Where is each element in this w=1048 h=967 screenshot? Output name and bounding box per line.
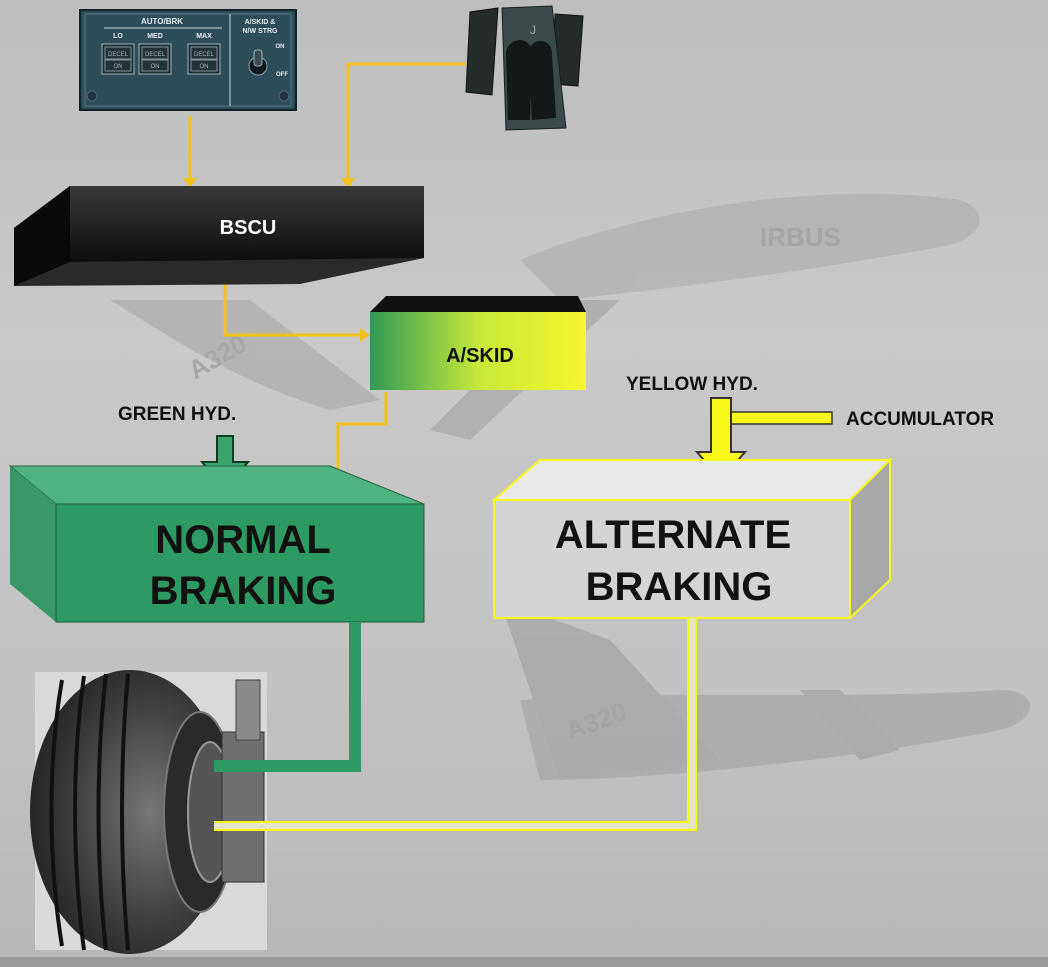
- yellow-hyd-line-to-wheel: [214, 618, 697, 831]
- normal-braking-line2: BRAKING: [150, 569, 337, 613]
- askid-to-normal-line: [336, 392, 388, 494]
- askid-label: A/SKID: [446, 345, 514, 367]
- pedal-glyph-icon: J: [530, 23, 536, 37]
- lo-on-text: ON: [114, 64, 123, 70]
- autobrk-lo-button[interactable]: LO DECEL ON: [101, 33, 135, 75]
- yellow-hyd-label: YELLOW HYD.: [626, 374, 758, 395]
- max-label: MAX: [196, 33, 212, 40]
- arrow-to-bscu-1-icon: [183, 178, 197, 188]
- green-hyd-line-to-wheel: [214, 622, 361, 772]
- askid-switch-title-1: A/SKID &: [245, 19, 276, 26]
- bscu-box: BSCU: [14, 186, 424, 286]
- autobrk-med-button[interactable]: MED DECEL ON: [138, 33, 172, 75]
- alternate-braking-line1: ALTERNATE: [555, 513, 791, 557]
- autobrk-title: AUTO/BRK: [141, 17, 183, 26]
- pedals-to-bscu-line: [346, 62, 466, 180]
- normal-braking-line1: NORMAL: [155, 518, 331, 562]
- max-decel-text: DECEL: [194, 52, 215, 58]
- askid-toggle-switch[interactable]: [248, 49, 268, 76]
- accumulator-label: ACCUMULATOR: [846, 409, 994, 430]
- max-on-text: ON: [200, 64, 209, 70]
- footer-bar: [0, 957, 1048, 967]
- askid-box: A/SKID: [370, 296, 586, 390]
- arrow-to-askid-icon: [360, 328, 370, 342]
- askid-switch-title-2: N/W STRG: [243, 28, 279, 35]
- autobrake-panel: AUTO/BRK LO DECEL ON MED DECEL ON MAX DE…: [79, 9, 297, 111]
- med-on-text: ON: [151, 64, 160, 70]
- bscu-to-askid-line: [223, 268, 362, 337]
- normal-braking-box: NORMAL BRAKING: [8, 465, 425, 623]
- signal-lines: [188, 62, 466, 494]
- med-label: MED: [147, 33, 163, 40]
- lo-label: LO: [113, 33, 123, 40]
- switch-on-label: ON: [276, 44, 285, 50]
- wheel-image: [30, 670, 267, 954]
- arrow-to-bscu-2-icon: [341, 178, 355, 188]
- switch-off-label: OFF: [276, 72, 288, 78]
- brake-pedals[interactable]: J: [465, 5, 584, 131]
- med-decel-text: DECEL: [145, 52, 166, 58]
- alternate-braking-line2: BRAKING: [586, 565, 773, 609]
- airbus-watermark: IRBUS: [760, 222, 841, 252]
- autobrk-max-button[interactable]: MAX DECEL ON: [187, 33, 221, 75]
- lo-decel-text: DECEL: [108, 52, 129, 58]
- green-hyd-label: GREEN HYD.: [118, 404, 236, 425]
- alternate-braking-box: ALTERNATE BRAKING: [491, 457, 893, 621]
- bscu-label: BSCU: [220, 217, 277, 239]
